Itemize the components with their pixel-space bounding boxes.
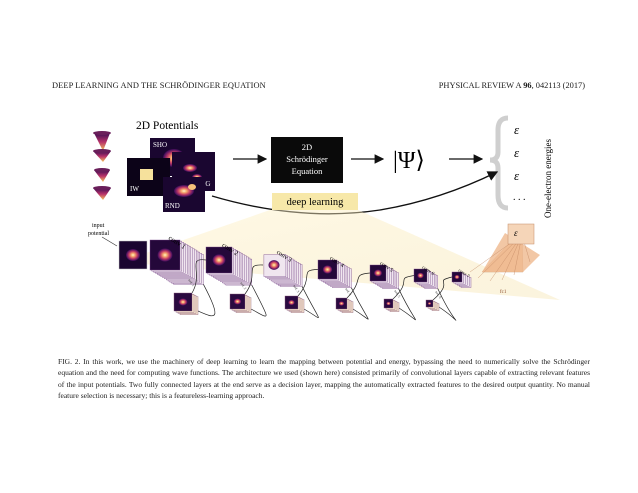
input-layer bbox=[118, 240, 148, 270]
conv-layer-7: conv 7 bbox=[451, 268, 472, 288]
label-sho: SHO bbox=[153, 141, 167, 149]
journal-page-year: , 042113 (2017) bbox=[531, 81, 585, 90]
red-label-2: red. 2 bbox=[239, 281, 247, 290]
input-pointer bbox=[101, 236, 118, 247]
wavefunction-ket: |Ψ⟩ bbox=[393, 148, 425, 174]
epsilon-1: ε bbox=[514, 122, 520, 137]
energies-label: One-electron energies bbox=[543, 138, 553, 218]
box-line-2: Schrödinger bbox=[286, 154, 328, 164]
journal-name: PHYSICAL REVIEW A bbox=[438, 81, 524, 90]
epsilon-3: ε bbox=[514, 168, 520, 183]
label-rnd: RND bbox=[165, 202, 180, 210]
figure-caption: FIG. 2. In this work, we use the machine… bbox=[58, 356, 590, 402]
journal-volume: 96 bbox=[523, 81, 532, 90]
box-line-1: 2D bbox=[302, 142, 312, 152]
conv-label-6: conv 6 bbox=[421, 265, 435, 277]
label-iw: IW bbox=[130, 185, 139, 193]
red-label-4: red. 4 bbox=[344, 287, 352, 296]
fc1-label: fc1 bbox=[500, 290, 507, 295]
caption-label: FIG. 2. bbox=[58, 357, 81, 366]
energies-brace bbox=[489, 115, 509, 211]
epsilon-list: ε ε ε bbox=[514, 122, 520, 183]
deep-learning-label: deep learning bbox=[287, 197, 345, 208]
deep-learning-label-bg bbox=[272, 193, 358, 210]
red-label-5: red. 5 bbox=[393, 289, 401, 298]
potential-surface-icons bbox=[93, 131, 111, 200]
schrodinger-equation-box bbox=[271, 137, 343, 183]
caption-text: In this work, we use the machinery of de… bbox=[58, 357, 590, 401]
input-label-line-1: input bbox=[92, 223, 105, 229]
epsilon-2: ε bbox=[514, 145, 520, 160]
deep-learning-arrow bbox=[211, 171, 499, 215]
running-header-title: DEEP LEARNING AND THE SCHRÖDINGER EQUATI… bbox=[52, 81, 266, 90]
potentials-title: 2D Potentials bbox=[136, 120, 199, 132]
input-label-line-2: potential bbox=[88, 231, 109, 237]
conv-label-7: conv 7 bbox=[457, 268, 471, 279]
red-label-3: red. 3 bbox=[292, 284, 300, 293]
output-epsilon: ε bbox=[514, 228, 518, 238]
running-header-citation: PHYSICAL REVIEW A 96, 042113 (2017) bbox=[439, 81, 585, 90]
potential-examples: SHO IW DIG RND bbox=[127, 138, 215, 212]
box-line-3: Equation bbox=[292, 166, 323, 176]
epsilon-ellipsis: . . . bbox=[513, 192, 526, 203]
fully-connected-layers: ε fc1 bbox=[469, 223, 540, 295]
red-label-1: red. 1 bbox=[187, 278, 195, 287]
